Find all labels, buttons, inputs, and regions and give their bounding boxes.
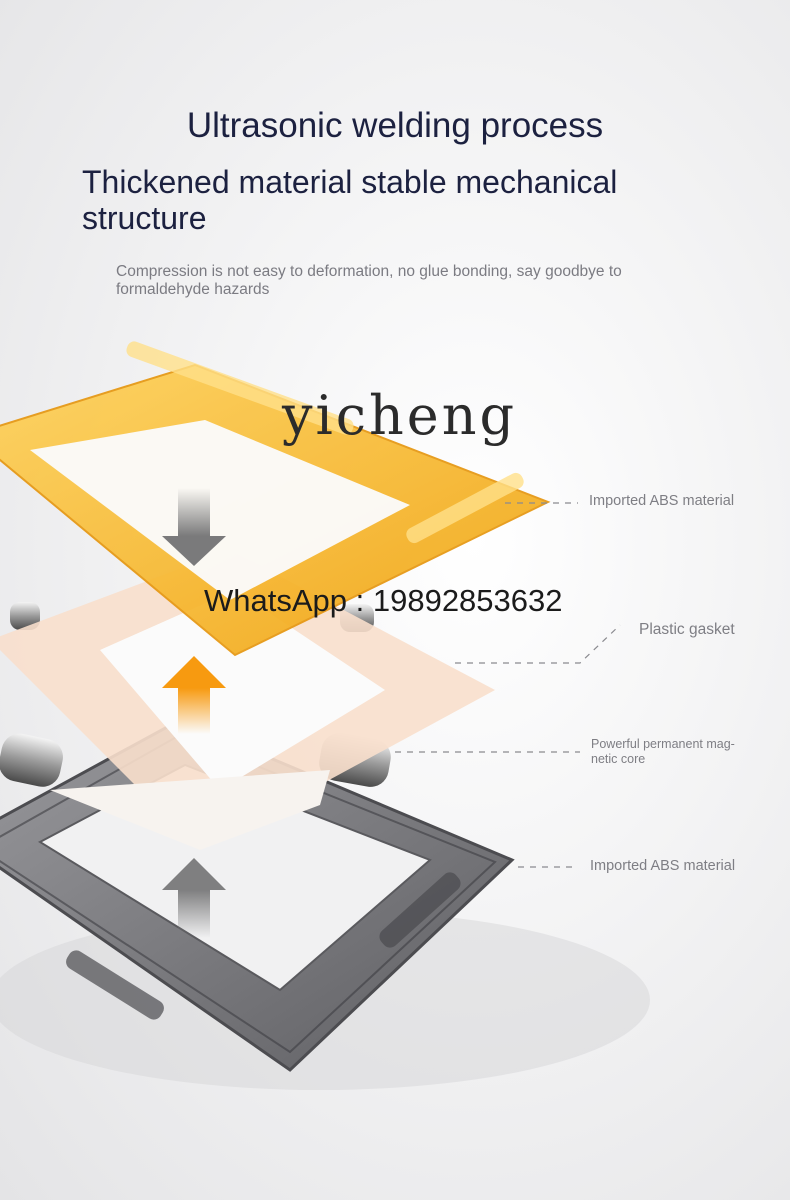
arrow-up-icon — [162, 656, 226, 734]
page-description: Compression is not easy to deformation, … — [116, 263, 622, 298]
plastic-gasket — [0, 550, 495, 850]
page-title: Ultrasonic welding process — [186, 106, 604, 145]
label-plastic-gasket: Plastic gasket — [639, 621, 735, 638]
page-subtitle: Thickened material stable mechanical str… — [82, 164, 618, 236]
label-top-abs-material: Imported ABS material — [589, 493, 735, 509]
arrow-up-icon — [162, 858, 226, 938]
label-bottom-abs-material: Imported ABS material — [590, 858, 736, 874]
top-abs-frame — [0, 341, 551, 657]
label-magnetic-core: Powerful permanent mag- netic core — [591, 737, 735, 766]
arrow-down-icon — [162, 488, 226, 566]
watermark-brand: yicheng — [282, 384, 518, 447]
leader-lines — [395, 502, 621, 868]
watermark-contact: WhatsApp : 19892853632 — [204, 583, 563, 618]
